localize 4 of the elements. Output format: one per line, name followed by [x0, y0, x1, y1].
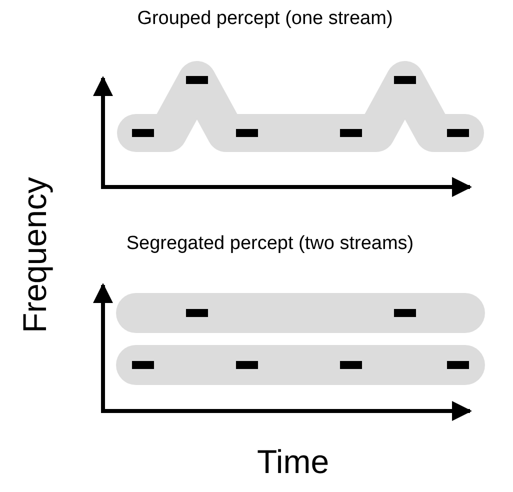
axis-label: Time: [256, 443, 330, 481]
panel-title: Segregated percept (two streams): [125, 233, 415, 255]
panel-title: Grouped percept (one stream): [136, 8, 394, 30]
axis-label: Frequency: [16, 176, 54, 335]
